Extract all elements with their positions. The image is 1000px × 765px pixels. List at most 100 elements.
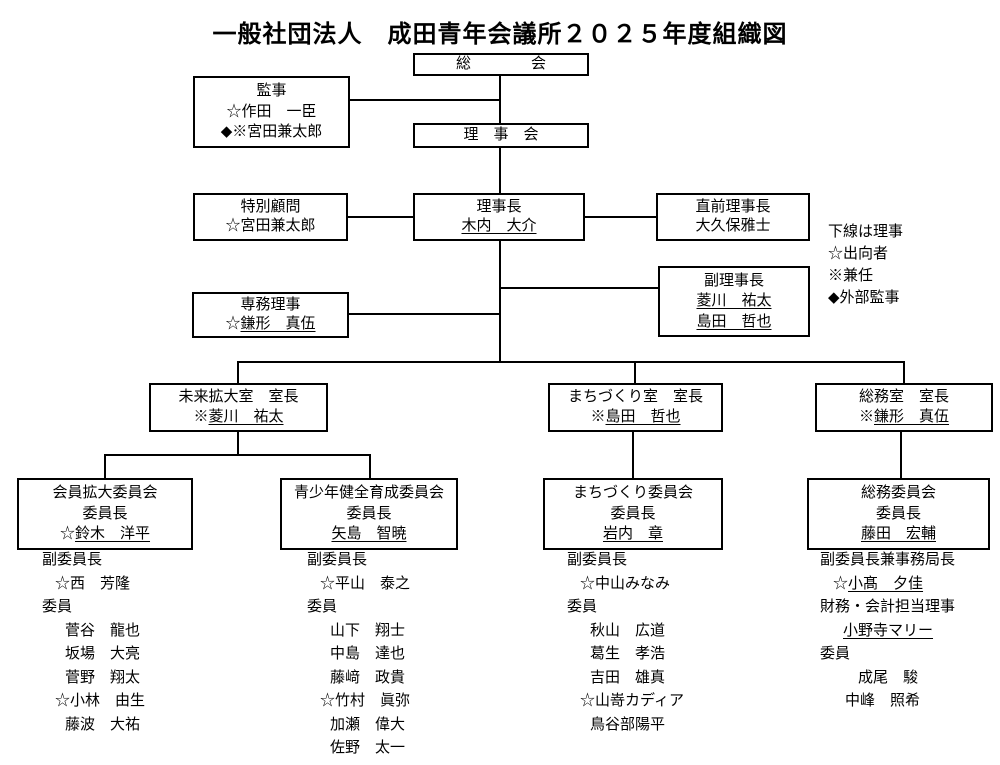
- star-mark: ☆: [833, 575, 849, 592]
- person-name: 作田 一臣: [241, 103, 317, 120]
- node-room-mirai: 未来拡大室 室長 ※菱川 祐太: [149, 383, 328, 432]
- members-label: 委員: [567, 599, 598, 615]
- members-label: 委員: [42, 599, 73, 615]
- member-name: 藤波 大祐: [65, 716, 141, 733]
- node-title: 監事: [256, 82, 287, 99]
- person-name: 矢島 智暁: [331, 526, 407, 543]
- connector-committees-distribution: [104, 454, 371, 456]
- vice-chair-label: 副委員長: [42, 552, 103, 568]
- node-title: 未来拡大室 室長: [178, 389, 299, 405]
- member-name: 坂場 大亮: [65, 646, 141, 662]
- vice-chair-label: 副委員長: [567, 552, 628, 568]
- node-general-assembly: 総 会: [413, 53, 589, 76]
- node-executive-director: 専務理事 ☆鎌形 真伍: [192, 292, 349, 338]
- connector-tokkomon: [348, 216, 413, 218]
- roster-seishonen: 副委員長 ☆平山 泰之 委員 山下 翔士 中島 達也 藤﨑 政貴 ☆竹村 眞弥 …: [307, 549, 410, 761]
- person-line: 岩内 章: [603, 527, 663, 542]
- connector-fuku-rijicho: [500, 287, 658, 289]
- star-mark: ☆: [226, 103, 242, 120]
- committee-title: 総務委員会: [860, 484, 936, 501]
- person-name: 鈴木 洋平: [75, 526, 151, 543]
- member-name: 菅谷 龍也: [65, 622, 141, 639]
- connector-drop-c1: [104, 454, 106, 478]
- person-name: 藤田 宏輔: [860, 526, 936, 543]
- person-name: 菱川 祐太: [208, 409, 284, 425]
- committee-title: 青少年健全育成委員会: [293, 484, 444, 501]
- connector-drop-mirai: [237, 361, 239, 383]
- node-chairman: 理事長 木内 大介: [413, 193, 585, 241]
- legend: 下線は理事 ☆出向者 ※兼任 ◆外部監事: [828, 221, 903, 309]
- person-name: 大久保雅士: [695, 218, 771, 235]
- node-vice-chairmen: 副理事長 菱川 祐太 島田 哲也: [658, 266, 810, 337]
- member-name: 鳥谷部陽平: [590, 716, 666, 733]
- finance-director-name: 小野寺マリー: [843, 622, 934, 639]
- member-name: 加瀬 偉大: [330, 716, 406, 733]
- member-name: 中峰 照希: [845, 693, 921, 709]
- connector-soukai-rijikai: [499, 76, 501, 123]
- star-mark: ☆: [59, 526, 75, 543]
- chair-label: 委員長: [346, 505, 392, 522]
- person-name: 岩内 章: [602, 526, 663, 543]
- member-name: 秋山 広道: [590, 622, 666, 639]
- member-name: 佐野 太一: [330, 740, 406, 756]
- person-name: 木内 大介: [461, 218, 537, 235]
- person-line: ※鎌形 真伍: [859, 410, 949, 425]
- chair-label: 委員長: [875, 505, 921, 522]
- person-name: 島田 哲也: [605, 409, 681, 425]
- star-mark: ☆: [225, 316, 241, 332]
- node-label: 理 事 会: [463, 127, 539, 143]
- legend-kome-concurrent: ※兼任: [828, 268, 874, 284]
- auditor-1: ☆作田 一臣: [226, 103, 317, 120]
- page-title: 一般社団法人 成田青年会議所２０２５年度組織図: [212, 22, 788, 48]
- node-room-machizukuri: まちづくり室 室長 ※島田 哲也: [548, 383, 723, 432]
- vice-chair-secretary-label: 副委員長兼事務局長: [820, 552, 956, 568]
- member-name: 吉田 雄真: [590, 669, 666, 686]
- connector-rijikai-rijicho: [499, 148, 501, 193]
- connector-drop-c3: [632, 432, 634, 478]
- committee-title: 会員拡大委員会: [52, 484, 158, 501]
- member-name: 中島 達也: [330, 646, 406, 662]
- node-title: 専務理事: [240, 297, 301, 313]
- person-name: 鎌形 真伍: [874, 409, 950, 425]
- members-label: 委員: [820, 646, 851, 662]
- members-label: 委員: [307, 599, 338, 615]
- node-title: 特別顧問: [240, 198, 301, 215]
- member-name: ☆小林 由生: [55, 693, 146, 709]
- legend-diamond-external-auditor: ◆外部監事: [828, 290, 900, 306]
- connector-chokuzen: [585, 216, 656, 218]
- node-room-soumu: 総務室 室長 ※鎌形 真伍: [815, 383, 993, 432]
- member-name: 成尾 駿: [858, 669, 919, 686]
- node-past-chairman: 直前理事長 大久保雅士: [656, 193, 810, 241]
- connector-center-trunk: [499, 241, 501, 363]
- person-name: 菱川 祐太: [696, 293, 772, 309]
- node-committee-kaiin-kakudai: 会員拡大委員会 委員長 ☆鈴木 洋平: [17, 478, 193, 550]
- connector-drop-soumuroom: [903, 361, 905, 383]
- member-name: ☆竹村 眞弥: [320, 693, 411, 709]
- kome-mark: ※: [858, 409, 874, 425]
- roster-machizukuri: 副委員長 ☆中山みなみ 委員 秋山 広道 葛生 孝浩 吉田 雄真 ☆山嵜カディア…: [567, 549, 684, 737]
- connector-mirai-down: [237, 432, 239, 455]
- auditor-2: ◆※宮田兼太郎: [221, 125, 323, 140]
- finance-accounting-label: 財務・会計担当理事: [820, 599, 956, 615]
- legend-star-dispatched: ☆出向者: [828, 246, 889, 262]
- connector-drop-c2: [369, 454, 371, 478]
- roster-soumu: 副委員長兼事務局長 ☆小髙 夕佳 財務・会計担当理事 小野寺マリー 委員 成尾 …: [820, 549, 955, 714]
- node-title: 直前理事長: [695, 198, 771, 215]
- roster-kaiin-kakudai: 副委員長 ☆西 芳隆 委員 菅谷 龍也 坂場 大亮 菅野 翔太 ☆小林 由生 藤…: [42, 549, 145, 737]
- connector-drop-c4: [900, 432, 902, 478]
- node-board-of-directors: 理 事 会: [413, 123, 589, 148]
- chair-label: 委員長: [82, 505, 128, 522]
- chair-label: 委員長: [610, 505, 656, 522]
- connector-kanji: [350, 99, 500, 101]
- person-name: 島田 哲也: [696, 313, 772, 330]
- node-title: まちづくり室 室長: [567, 389, 703, 405]
- node-special-advisor: 特別顧問 ☆宮田兼太郎: [193, 193, 348, 241]
- node-title: 総務室 室長: [858, 389, 949, 405]
- node-auditors: 監事 ☆作田 一臣 ◆※宮田兼太郎: [193, 76, 350, 148]
- connector-senmu: [349, 313, 500, 315]
- member-name: ☆山嵜カディア: [580, 693, 684, 709]
- person-name: 小髙 夕佳: [848, 575, 924, 592]
- person-name: 宮田兼太郎: [247, 124, 323, 141]
- person-line: ※島田 哲也: [590, 410, 680, 425]
- node-title: 副理事長: [703, 272, 764, 289]
